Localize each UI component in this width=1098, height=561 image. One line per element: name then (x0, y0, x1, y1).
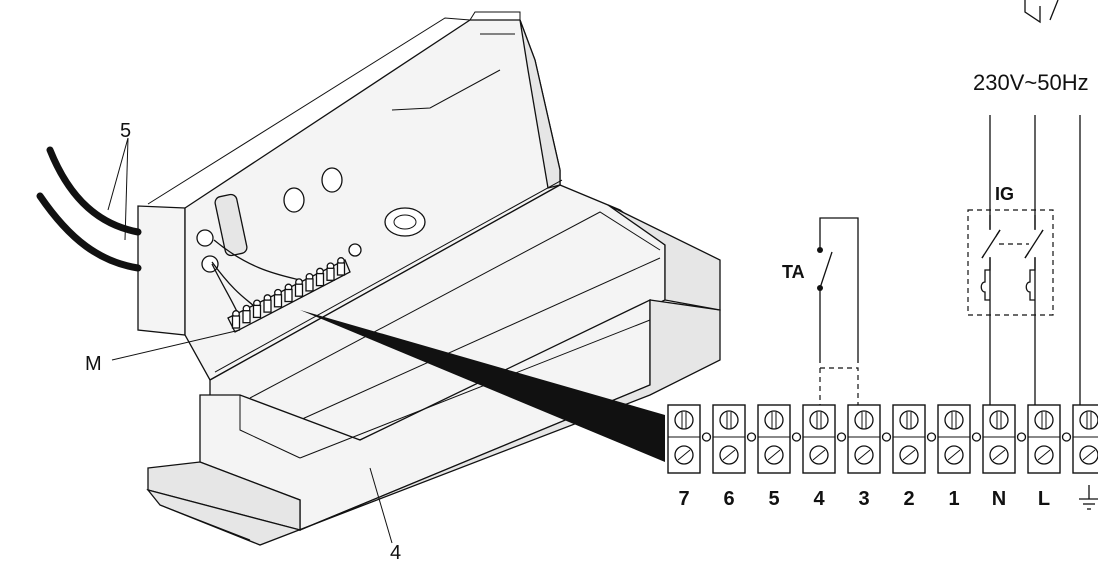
terminal-link (971, 432, 982, 442)
cable-1 (46, 146, 142, 236)
box-base-tray (147, 461, 301, 531)
terminal-screw-top (899, 410, 919, 430)
strip-terminal (294, 283, 304, 297)
terminal-2 (892, 404, 937, 474)
terminal-3 (847, 404, 892, 474)
terminal-link (836, 432, 847, 442)
terminal-4 (802, 404, 847, 474)
terminal-screw-top (944, 410, 964, 430)
terminal-link (701, 432, 712, 442)
terminal-N (982, 404, 1027, 474)
terminal-screw-top (764, 410, 784, 430)
terminal-label: 5 (768, 488, 779, 510)
strip-terminal (252, 304, 262, 319)
terminal-L (1027, 404, 1072, 474)
terminal-labels: 7 6 5 4 3 2 1 N L (678, 485, 1098, 510)
terminal-label: 1 (948, 488, 959, 510)
terminal-screw-top (719, 410, 739, 430)
strip-terminal (242, 310, 251, 324)
knockout-hole-1 (283, 187, 305, 213)
terminal-1 (937, 404, 982, 474)
terminal-label: N (992, 488, 1006, 510)
cables-label: 5 (120, 120, 131, 142)
terminal-block-label: M (85, 353, 102, 375)
terminal-screw-top (854, 410, 874, 430)
terminal-link (1061, 432, 1072, 442)
terminal-6 (712, 404, 757, 474)
cable-gland-slot (214, 193, 248, 257)
wiring-schematic: 230V~50Hz IG TA 7 6 5 (667, 0, 1098, 510)
terminal-block (667, 404, 1098, 474)
grommet (384, 207, 426, 237)
terminal-ground (1072, 404, 1098, 474)
cable-entry-2 (201, 255, 219, 273)
terminal-strip (227, 257, 351, 333)
terminal-7 (667, 404, 712, 474)
strip-terminal (263, 299, 272, 313)
strip-terminal (326, 267, 335, 281)
terminal-screw-top (674, 410, 694, 430)
strip-terminal (273, 294, 283, 308)
terminal-label: 4 (813, 488, 825, 510)
terminal-link (1016, 432, 1027, 442)
supply-label: 230V~50Hz (973, 70, 1089, 95)
strip-terminal (284, 288, 293, 303)
terminal-link (881, 432, 892, 442)
fixing-nut (348, 243, 362, 257)
terminal-label: 3 (858, 488, 869, 510)
cover-label: 4 (390, 542, 401, 561)
cable-2 (36, 192, 142, 272)
control-box-drawing: 5 M 4 (36, 11, 721, 561)
terminal-screw-top (989, 410, 1009, 430)
main-switch-label: IG (995, 184, 1014, 204)
terminal-label: 7 (678, 488, 689, 510)
terminal-screw-top (1034, 410, 1054, 430)
terminal-label: L (1038, 488, 1050, 510)
cable-entry-1 (196, 229, 214, 247)
terminal-screw-top (809, 410, 829, 430)
terminal-link (746, 432, 757, 442)
knockout-hole-2 (321, 167, 343, 193)
box-back-panel (137, 205, 186, 336)
terminal-screw-top (1079, 410, 1098, 430)
strip-terminal (305, 278, 314, 292)
terminal-label: 2 (903, 488, 914, 510)
terminal-label: 6 (723, 488, 734, 510)
zoom-callout-wedge (300, 310, 665, 462)
main-switch-box (967, 209, 1054, 316)
strip-terminal (315, 272, 325, 287)
terminal-5 (757, 404, 802, 474)
strip-terminal (336, 262, 346, 276)
strip-terminal (231, 315, 241, 329)
terminal-link (791, 432, 802, 442)
ground-icon (1079, 485, 1098, 510)
terminal-link (926, 432, 937, 442)
thermostat-label: TA (782, 262, 805, 282)
